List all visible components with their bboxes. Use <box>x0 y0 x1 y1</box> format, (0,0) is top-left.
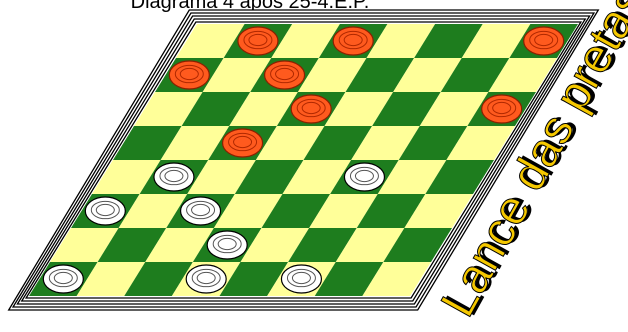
red-piece[interactable] <box>265 61 305 89</box>
red-piece[interactable] <box>482 95 522 123</box>
white-piece[interactable] <box>154 163 194 191</box>
red-piece[interactable] <box>169 61 209 89</box>
red-piece[interactable] <box>291 95 331 123</box>
white-piece[interactable] <box>85 197 125 225</box>
white-piece[interactable] <box>181 197 221 225</box>
red-piece[interactable] <box>238 27 278 55</box>
red-piece[interactable] <box>223 129 263 157</box>
white-piece[interactable] <box>186 265 226 293</box>
white-piece[interactable] <box>344 163 384 191</box>
white-piece[interactable] <box>281 265 321 293</box>
red-piece[interactable] <box>524 27 564 55</box>
white-piece[interactable] <box>207 231 247 259</box>
red-piece[interactable] <box>333 27 373 55</box>
white-piece[interactable] <box>43 265 83 293</box>
